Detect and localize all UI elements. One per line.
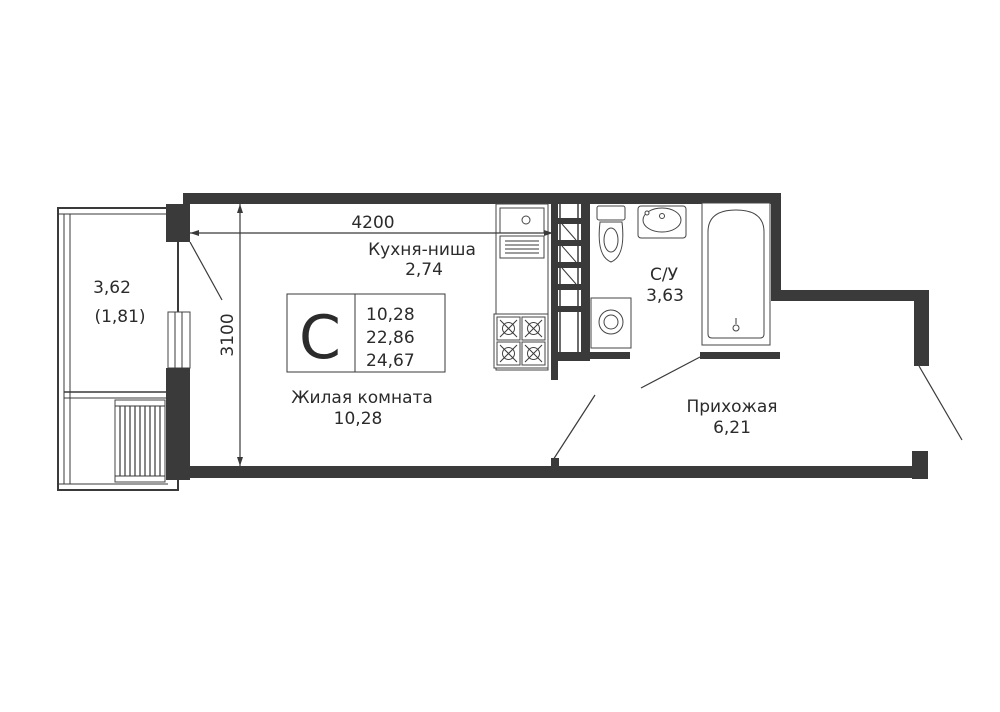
bathroom-name: С/У — [650, 265, 679, 285]
dimension-width-label: 4200 — [351, 213, 394, 233]
wall-left-upper — [166, 204, 190, 242]
bathroom-area: 3,63 — [646, 286, 684, 306]
bathroom-door-swing — [640, 356, 701, 389]
legend-area-with-balcony: 24,67 — [366, 351, 415, 371]
bathroom-fixtures — [590, 202, 771, 349]
kitchen-area: 2,74 — [405, 260, 443, 280]
wall-right-side — [914, 290, 929, 366]
room-door-swing — [552, 394, 596, 461]
entrance-door-swing — [918, 365, 963, 441]
hallway-name: Прихожая — [686, 397, 777, 417]
sink-drainboard — [499, 235, 545, 259]
stove-burner-icon — [496, 316, 546, 366]
sink-drain-icon — [521, 215, 531, 225]
balcony-area: 3,62 — [93, 278, 131, 298]
dimension-height: 3100 — [218, 204, 243, 466]
wall-top — [183, 193, 780, 204]
wall-bath-left — [581, 193, 590, 355]
apartment-type-letter: С — [299, 303, 341, 373]
wall-bottom — [180, 466, 928, 478]
kitchen-fixtures — [493, 203, 549, 371]
living-room-name: Жилая комната — [291, 388, 433, 408]
kitchen-name: Кухня-ниша — [368, 240, 476, 260]
wall-bath-bottom-right — [700, 352, 780, 359]
washing-machine-icon — [590, 297, 632, 349]
wall-bottom-stub — [551, 458, 559, 468]
balcony: 3,62 (1,81) — [57, 207, 191, 491]
balcony-grille — [114, 399, 166, 483]
dimension-width: 4200 — [190, 213, 553, 236]
wall-right-lower — [912, 451, 928, 479]
walls — [166, 193, 929, 480]
toilet-icon — [596, 205, 626, 263]
bathtub-icon — [701, 202, 771, 346]
legend-frame — [286, 293, 446, 373]
balcony-door-swing — [189, 241, 223, 301]
balcony-door-frame — [167, 311, 191, 369]
doors — [189, 241, 963, 461]
wall-right-step — [771, 290, 929, 301]
bathroom-sink-icon — [637, 205, 687, 239]
living-room-area: 10,28 — [334, 409, 383, 429]
wall-shaft-bottom — [551, 352, 590, 361]
wall-bath-bottom — [590, 352, 630, 359]
wall-right-upper — [771, 193, 781, 301]
ventilation-shaft — [558, 204, 582, 352]
wall-shaft-left — [551, 193, 558, 380]
wall-left-lower — [166, 368, 190, 480]
apartment-legend: С 10,28 22,86 24,67 — [286, 293, 446, 373]
legend-living-area: 10,28 — [366, 305, 415, 325]
legend-total-area: 22,86 — [366, 328, 415, 348]
balcony-area-reduced: (1,81) — [94, 307, 145, 327]
dimension-height-label: 3100 — [218, 313, 238, 356]
hallway-area: 6,21 — [713, 418, 751, 438]
